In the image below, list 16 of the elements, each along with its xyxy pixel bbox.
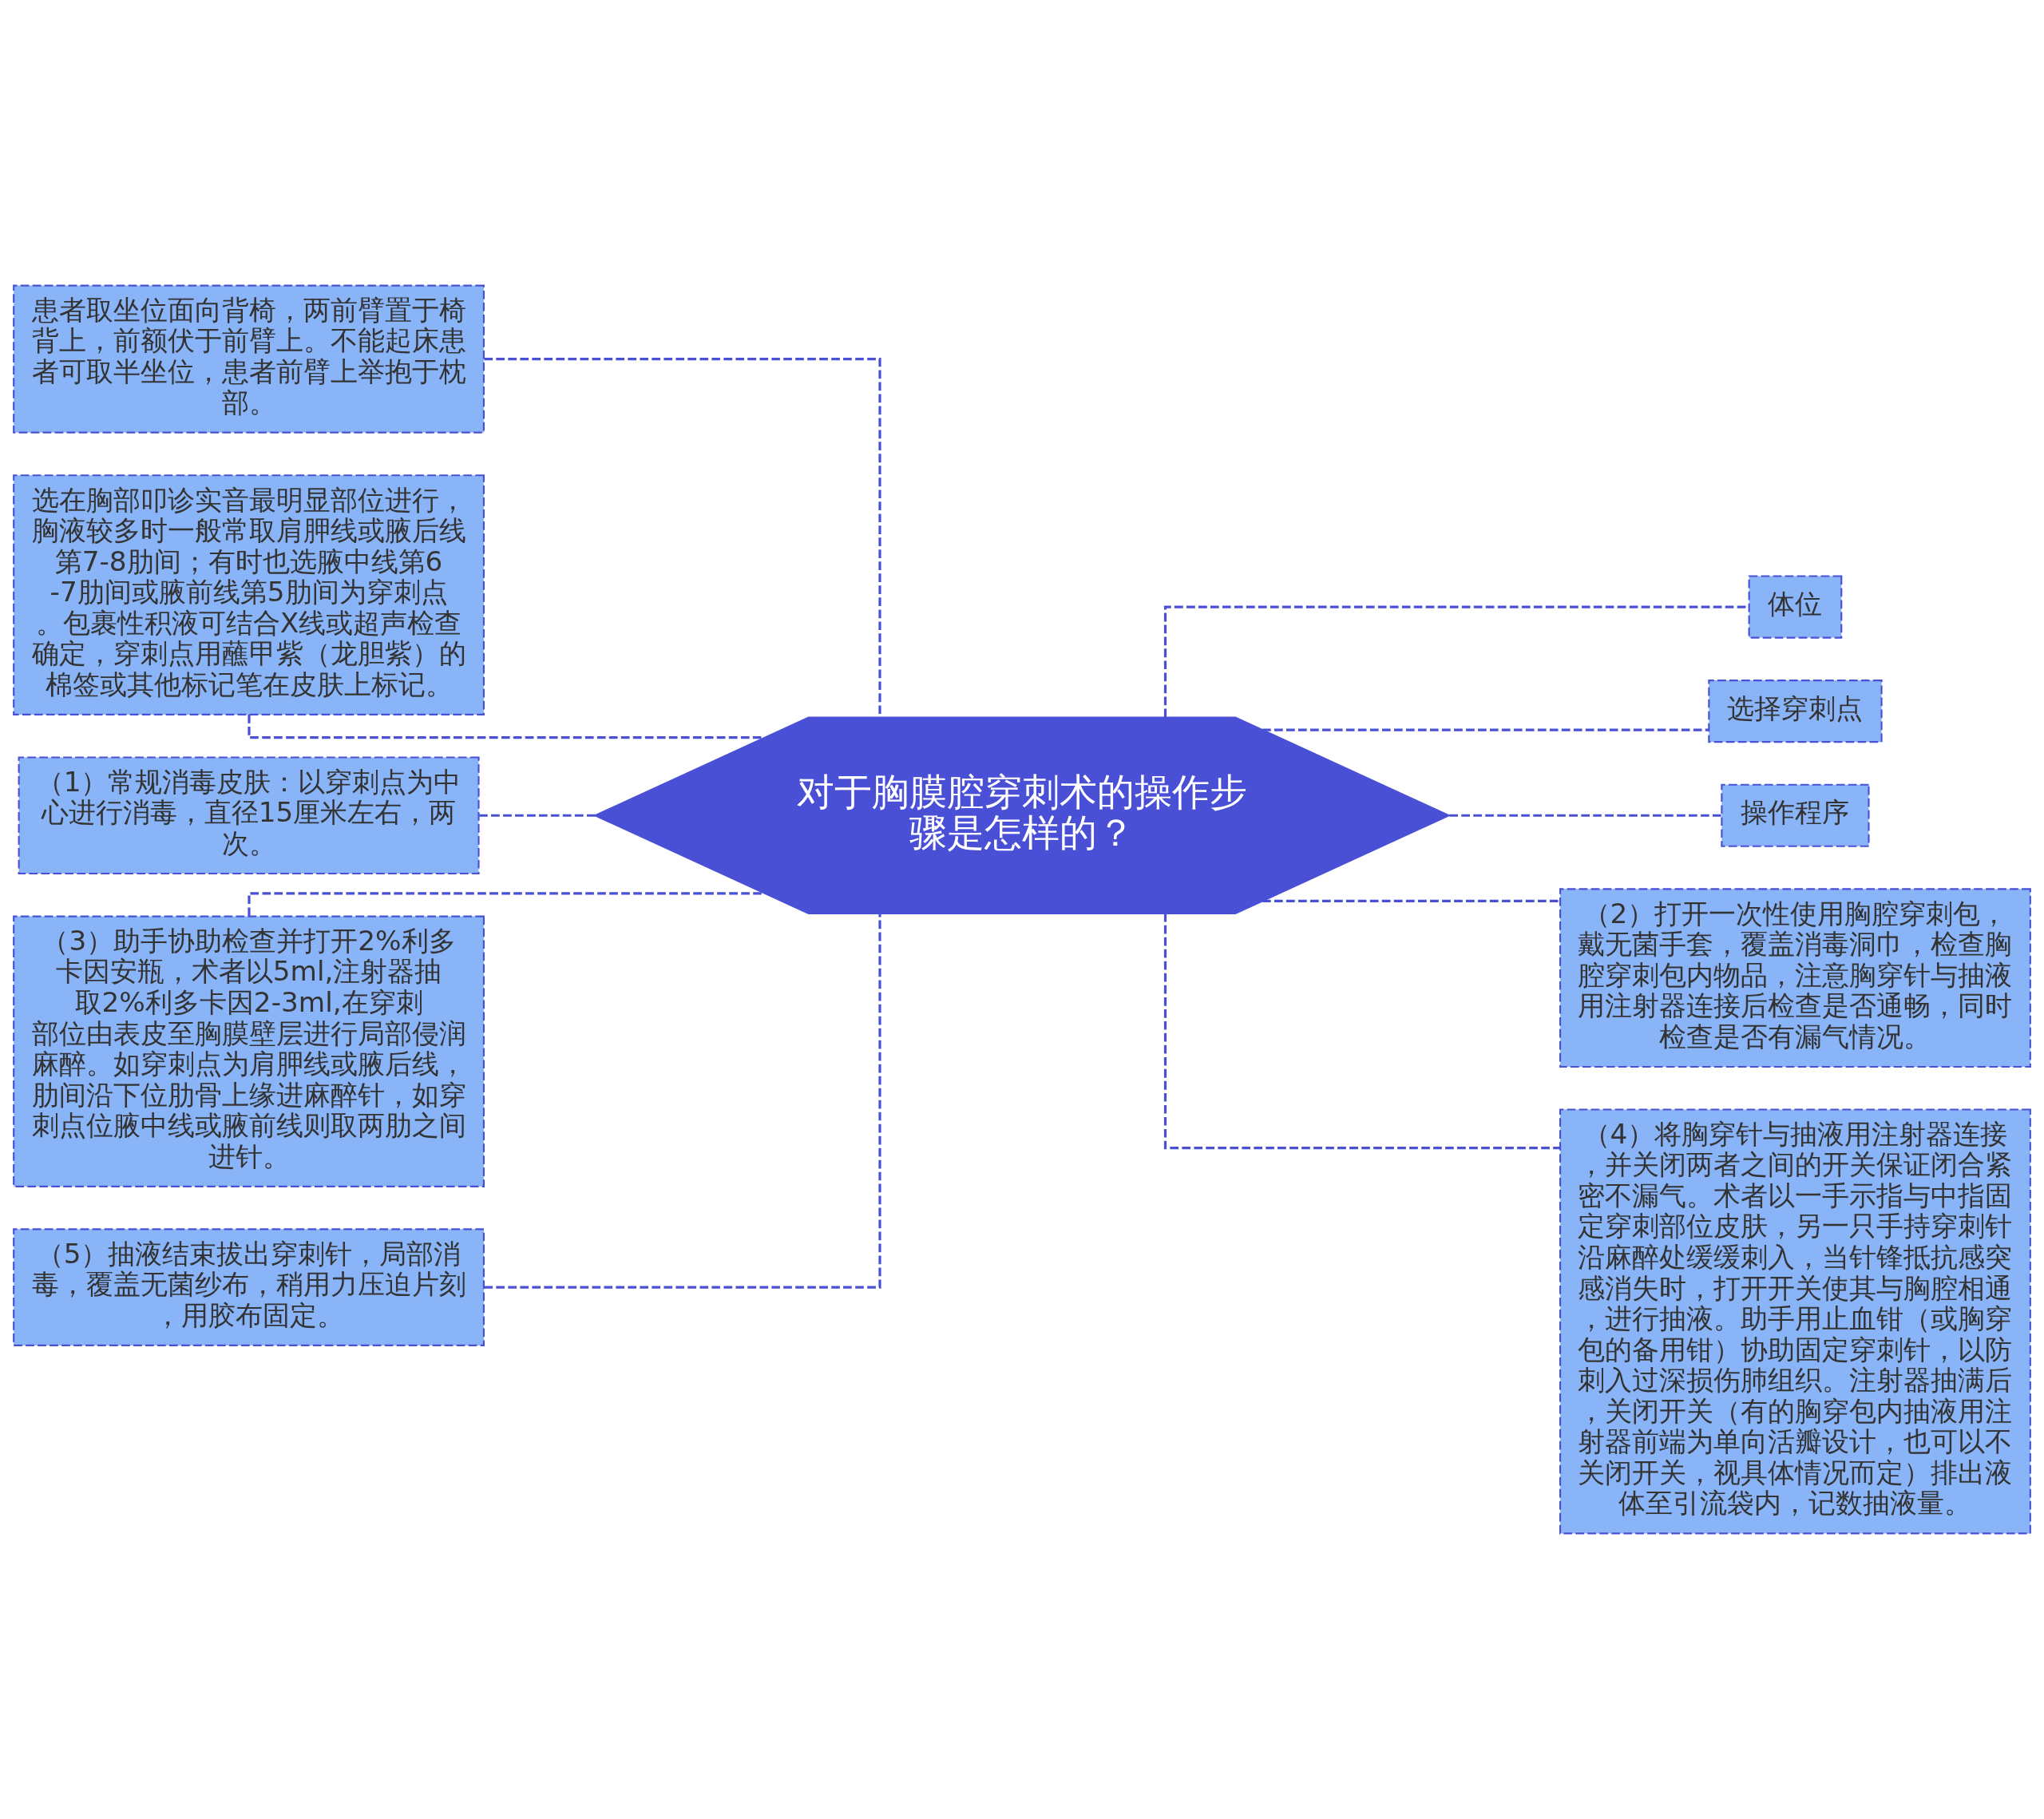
connector — [1262, 728, 1709, 731]
connector — [1262, 899, 1560, 903]
node-box: 选择穿刺点 — [1708, 680, 1883, 743]
node-box: 体位 — [1748, 575, 1843, 639]
node-box: （1）常规消毒皮肤：以穿刺点为中心进行消毒，直径15厘米左右，两次。 — [18, 756, 480, 875]
node-box: 选在胸部叩诊实音最明显部位进行，胸液较多时一般常取肩胛线或腋后线第7-8肋间；有时也选腋中线第6-7肋间或腋前线第5肋间为穿刺点。包裹性积液可结合X线或超声检查确定，穿刺点用蘸甲紫（龙胆紫）的棉签或其他标记笔在皮肤上标记。 — [13, 474, 485, 715]
connector — [1163, 913, 1560, 1150]
node-box: （5）抽液结束拔出穿刺针，局部消毒，覆盖无菌纱布，稍用力压迫片刻，用胶布固定。 — [13, 1228, 485, 1346]
node-box: 患者取坐位面向背椅，两前臂置于椅背上，前额伏于前臂上。不能起床患者可取半坐位，患者前臂上举抱于枕部。 — [13, 284, 485, 434]
node-box: （4）将胸穿针与抽液用注射器连接，并关闭两者之间的开关保证闭合紧密不漏气。术者以一手示指与中指固定穿刺部位皮肤，另一只手持穿刺针沿麻醉处缓缓刺入，当针锋抵抗感突感消失时，打开开关使其与胸腔相通，进行抽液。助手用止血钳（或胸穿包的备用钳）协助固定穿刺针，以防刺入过深损伤肺组织。注射器抽满后，关闭开关（有的胸穿包内抽液用注射器前端为单向活瓣设计，也可以不关闭开关，视具体情况而定）排出液体至引流袋内，记数抽液量。 — [1559, 1108, 2031, 1535]
connector — [484, 913, 881, 1289]
node-box: （2）打开一次性使用胸腔穿刺包，戴无菌手套，覆盖消毒洞巾，检查胸腔穿刺包内物品，注意胸穿针与抽液用注射器连接后检查是否通畅，同时检查是否有漏气情况。 — [1559, 888, 2031, 1068]
node-box: （3）助手协助检查并打开2%利多卡因安瓶，术者以5ml,注射器抽取2%利多卡因2-3ml,在穿刺部位由表皮至胸膜壁层进行局部侵润麻醉。如穿刺点为肩胛线或腋后线，肋间沿下位肋骨上缘进麻醉针，如穿刺点位腋中线或腋前线则取两肋之间进针。 — [13, 915, 485, 1187]
connector — [479, 814, 596, 817]
node-box: 操作程序 — [1721, 783, 1870, 847]
connector — [1449, 814, 1722, 817]
